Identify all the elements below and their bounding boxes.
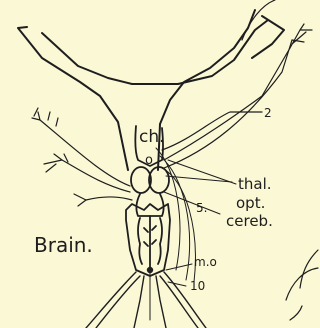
label-mo: m.o [194,255,217,269]
optic-nerves [162,24,312,168]
label-cereb: cereb. [226,212,273,230]
background-curves [242,0,318,320]
label-nerve-10: 10 [190,279,205,293]
label-ch: ch. [139,127,165,147]
label-nerve-2: 2 [264,106,272,120]
label-nerve-5: 5. [196,201,207,215]
spinal-cord [86,268,206,328]
medulla [126,204,170,276]
label-opt: opt. [236,194,265,212]
optic-lobe-right [149,167,169,193]
optic-lobe-left [131,167,151,193]
figure-title: Brain. [34,233,93,257]
brain-body [126,126,170,276]
left-nerves [32,108,132,206]
label-thal: thal. [238,175,272,193]
labels: ch. o 2 thal. opt. 5. cereb. m.o 10 Brai… [34,106,273,293]
label-o: o [145,153,153,168]
